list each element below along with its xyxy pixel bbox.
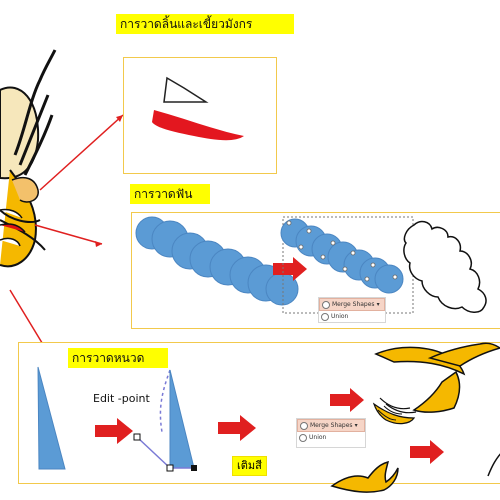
whisker-partial-shape (487, 453, 500, 477)
label-tongue-fangs: การวาดลิ้นและเขี้ยวมังกร (116, 14, 294, 34)
right-arrow-icon (410, 440, 444, 464)
cloud-bubbles-shape (135, 216, 299, 306)
merge-shapes-button-bottom[interactable]: Merge Shapes ▾ (297, 419, 365, 432)
merge-shapes-icon (322, 300, 330, 309)
fang-shape (152, 76, 244, 141)
label-teeth: การวาดฟัน (130, 184, 210, 204)
selected-cloud-shapes (280, 216, 414, 314)
union-outline-shape (403, 220, 487, 313)
merge-shapes-menu: Merge Shapes ▾ Union (318, 297, 386, 323)
right-arrow-icon (273, 257, 307, 281)
right-arrow-icon (95, 418, 133, 444)
merge-shapes-button[interactable]: Merge Shapes ▾ (319, 298, 385, 311)
merge-shapes-icon (300, 421, 308, 430)
chevron-down-icon: ▾ (376, 301, 380, 308)
dragon-head-illustration (0, 49, 57, 268)
edited-triangle-shape (133, 369, 197, 472)
merge-shapes-label: Merge Shapes (332, 301, 375, 308)
label-whiskers: การวาดหนวด (68, 348, 168, 368)
whisker-bottom-shape (372, 402, 416, 425)
union-icon (321, 312, 329, 321)
union-icon (299, 433, 307, 442)
fill-color-label: เติมสี (232, 456, 267, 476)
whisker-shape-top (374, 342, 500, 414)
edit-point-label: Edit -point (93, 392, 150, 405)
union-label: Union (331, 313, 349, 320)
merge-shapes-label-bottom: Merge Shapes (310, 422, 353, 429)
blue-triangle-shape (37, 366, 66, 470)
union-option[interactable]: Union (319, 311, 385, 322)
right-arrow-icon (330, 388, 364, 412)
panel-tongue-fangs (123, 57, 277, 174)
panel-teeth: Merge Shapes ▾ Union (131, 212, 500, 329)
merge-shapes-menu-bottom: Merge Shapes ▾ Union (296, 418, 366, 448)
union-option-bottom[interactable]: Union (297, 432, 365, 443)
whisker-tuft-shape (330, 460, 399, 493)
chevron-down-icon: ▾ (354, 422, 358, 429)
union-label-bottom: Union (309, 434, 327, 441)
right-arrow-icon (218, 415, 256, 441)
